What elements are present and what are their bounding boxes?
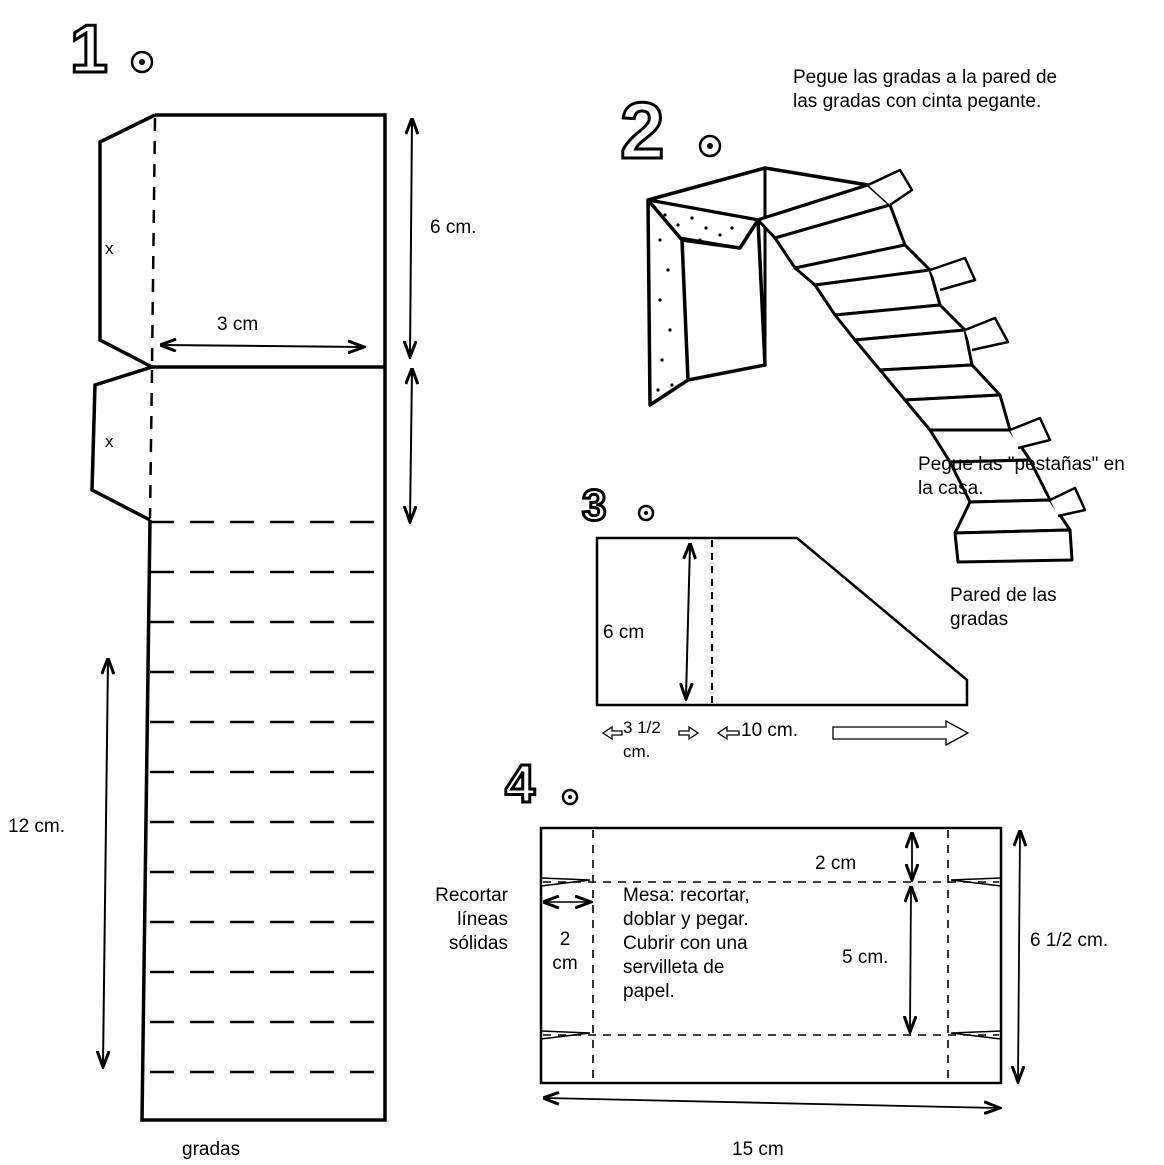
cut-note-line3: sólidas [448,933,508,954]
dim-10cm-label: 10 cm. [741,720,799,741]
step-4-digit: 4 [505,754,535,814]
glue-stairs-instruction-line2: las gradas con cinta pegante. [793,91,1042,112]
step-number-2: 2 [619,85,722,177]
height-arrow-2 [410,370,412,520]
dim-3-1-2-label-line2: cm. [623,742,651,761]
dim-3-1-2-label-line1: 3 1/2 [623,718,661,737]
cut-note-line1: Recortar [435,885,508,906]
table-dim-5cm-label: 5 cm. [842,947,889,968]
wall-height-label: 6 cm [603,622,645,643]
table-instructions-line3: Cubrir con una [623,933,748,954]
step-2-digit: 2 [620,86,665,175]
table-instructions-line1: Mesa: recortar, [623,885,750,906]
flap-x-label-bottom: x [105,432,114,451]
step-3-digit: 3 [582,481,606,530]
dim-3cm-label: 3 cm [217,314,259,335]
glue-tabs-instruction-line2: la casa. [918,478,984,499]
glue-stairs-instruction-line1: Pegue las gradas a la pared de [793,67,1058,88]
cut-note-line2: líneas [457,909,508,930]
stair-wall-template [595,536,970,747]
table-instructions-line4: servilleta de [623,957,725,978]
stairs-3d-illustration [646,166,1087,564]
step-number-3: 3 [581,480,655,532]
step-number-1: 1 [69,10,154,89]
stairs-template [90,113,412,1122]
wall-caption-line2: gradas [950,609,1009,630]
table-template [539,826,1020,1108]
dim-6cm-label: 6 cm. [430,217,477,238]
width-3cm-arrow [162,345,362,347]
table-width-arrow [545,1098,998,1108]
wall-height-arrow [686,545,690,697]
height-12cm-arrow [103,660,108,1065]
table-total-height-arrow [1018,832,1020,1080]
table-instructions-line2: doblar y pegar. [623,909,749,930]
table-side-dim-line1: 2 [559,929,571,950]
stairs-caption: gradas [182,1139,241,1160]
wall-caption-line1: Pared de las [950,585,1057,606]
table-side-dim-line2: cm [552,953,578,974]
table-dim-15cm-label: 15 cm [732,1139,784,1160]
table-dim-6-1-2-label: 6 1/2 cm. [1030,930,1109,951]
height-6cm-arrow [410,120,412,355]
flap-x-label-top: x [105,239,114,258]
dim-12cm-label: 12 cm. [8,816,66,837]
table-instructions-line5: papel. [623,981,675,1002]
table-mid-arrow [910,888,911,1030]
step-1-digit: 1 [70,11,108,87]
table-dim-2cm-label: 2 cm [815,853,857,874]
glue-tabs-instruction-line1: Pegue las "pestañas" en [918,454,1125,475]
step-number-4: 4 [504,753,579,816]
